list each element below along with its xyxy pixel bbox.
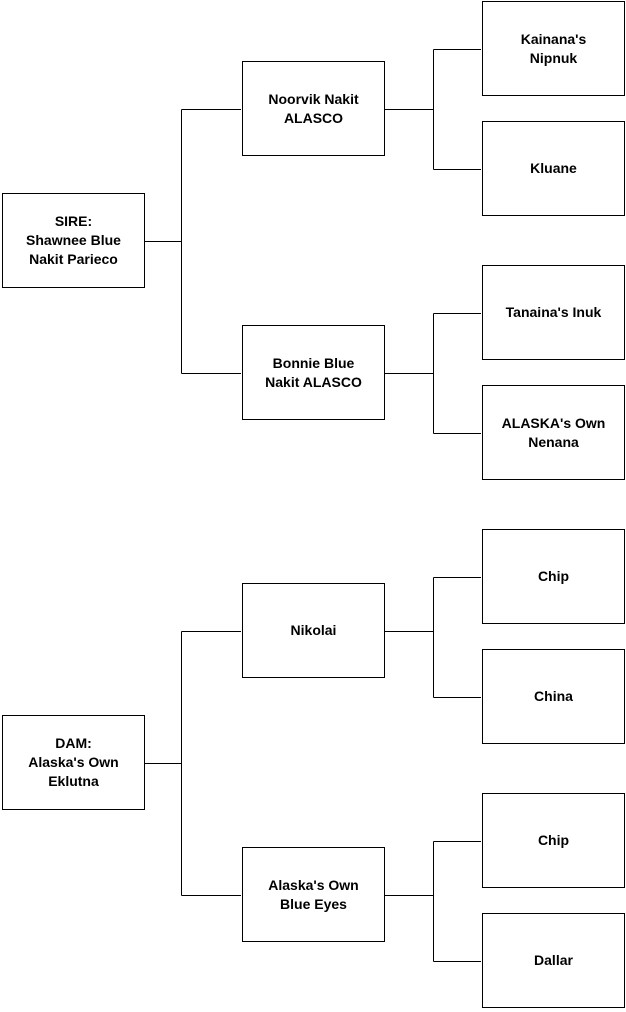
dam-connectors: [145, 577, 481, 962]
dam-dam-sire-box: Chip: [482, 793, 625, 888]
dam-sire-dam-box: China: [482, 649, 625, 744]
dam-dam-dam-box: Dallar: [482, 913, 625, 1008]
sire-dam-dam-box: ALASKA's Own Nenana: [482, 385, 625, 480]
sire-dam-box: Bonnie Blue Nakit ALASCO: [242, 325, 385, 420]
dam-dam-box: Alaska's Own Blue Eyes: [242, 847, 385, 942]
sire-dam-sire-box: Tanaina's Inuk: [482, 265, 625, 360]
sire-sire-box: Noorvik Nakit ALASCO: [242, 61, 385, 156]
dam-sire-box: Nikolai: [242, 583, 385, 678]
dam-box: DAM: Alaska's Own Eklutna: [2, 715, 145, 810]
dam-sire-sire-box: Chip: [482, 529, 625, 624]
sire-sire-sire-box: Kainana's Nipnuk: [482, 1, 625, 96]
sire-box: SIRE: Shawnee Blue Nakit Parieco: [2, 193, 145, 288]
sire-sire-dam-box: Kluane: [482, 121, 625, 216]
sire-connectors: [145, 49, 481, 434]
